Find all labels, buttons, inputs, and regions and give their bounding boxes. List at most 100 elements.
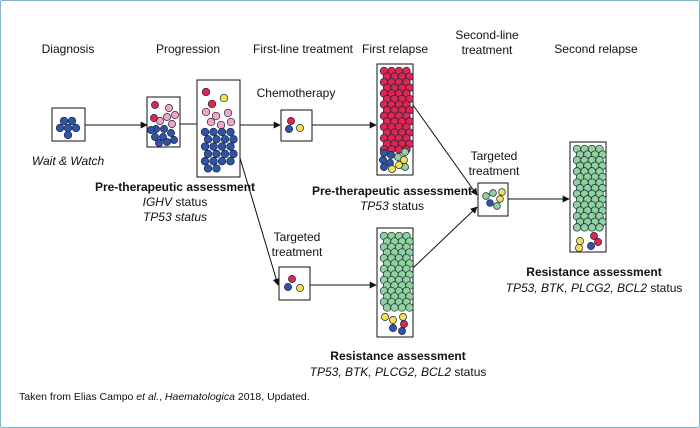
footnote-et-al: et al.: [136, 391, 159, 403]
box-targeted-first: [278, 266, 311, 301]
label-targeted-second-1: Targeted: [471, 149, 518, 163]
blue-cell: [212, 135, 221, 144]
blue-cell: [398, 327, 406, 335]
blue-cell: [200, 157, 210, 166]
stage-progression: Progression: [156, 42, 220, 56]
green-cell: [397, 303, 407, 312]
blue-cell: [163, 138, 171, 146]
red-cell: [288, 275, 296, 283]
green-cell: [489, 189, 497, 197]
yellow-cell: [381, 313, 389, 321]
yellow-cell: [576, 237, 584, 245]
label-chemotherapy: Chemotherapy: [257, 86, 336, 100]
status-word: status: [389, 199, 424, 213]
arrow-first-relapse-targeted2: [412, 104, 478, 196]
yellow-cell: [388, 165, 396, 173]
green-cell: [595, 223, 604, 232]
blue-cell: [226, 142, 235, 151]
status-word: status: [172, 195, 207, 209]
red-cell: [594, 238, 602, 246]
blue-cell: [63, 130, 73, 140]
green-cell: [390, 303, 399, 312]
footnote: Taken from Elias Campo et al., Haematolo…: [19, 391, 310, 403]
blue-cell: [209, 157, 218, 166]
pink-cell: [226, 117, 236, 127]
pink-cell: [206, 117, 216, 127]
green-cell: [482, 192, 490, 200]
pink-cell: [201, 107, 211, 117]
blue-cell: [170, 136, 178, 144]
green-cell: [382, 303, 392, 312]
resistance-title-2: Resistance assessment: [526, 265, 661, 279]
footnote-post: 2018, Updated.: [235, 391, 310, 403]
resistance-genes-2: TP53, BTK, PLCG2, BCL2 status: [506, 281, 683, 295]
pre-therapeutic-line-tp53-2: TP53 status: [360, 199, 424, 213]
yellow-cell: [399, 313, 407, 321]
blue-cell: [55, 123, 65, 133]
blue-cell: [220, 149, 230, 159]
box-chemotherapy: [280, 109, 313, 142]
blue-cell: [387, 151, 395, 159]
blue-cell: [200, 127, 210, 137]
blue-cell: [226, 127, 235, 137]
cells-resistance-first: [379, 231, 414, 335]
blue-cell: [167, 129, 175, 137]
yellow-cell: [395, 161, 403, 169]
blue-cell: [284, 283, 292, 291]
cells-targeted-second: [482, 188, 506, 210]
pink-cell: [171, 111, 179, 119]
yellow-cell: [496, 195, 504, 203]
label-wait-watch: Wait & Watch: [32, 154, 105, 168]
blue-cell: [217, 142, 227, 151]
blue-cell: [71, 123, 81, 133]
yellow-cell: [296, 284, 304, 292]
gene-list: TP53, BTK, PLCG2, BCL2: [310, 365, 452, 379]
pink-cell: [163, 113, 171, 121]
stage-diagnosis: Diagnosis: [42, 42, 95, 56]
blue-cell: [380, 149, 388, 157]
blue-cell: [587, 242, 595, 250]
blue-cell: [220, 135, 230, 144]
gene-list: TP53, BTK, PLCG2, BCL2: [506, 281, 648, 295]
blue-cell: [59, 116, 69, 126]
stage-first-relapse: First relapse: [362, 42, 428, 56]
blue-cell: [229, 135, 238, 144]
blue-cell: [203, 149, 213, 159]
pre-therapeutic-title-2: Pre-therapeutic assessment: [312, 184, 472, 198]
arrow-resistance-targeted2: [412, 206, 478, 269]
blue-cell: [217, 127, 227, 137]
resistance-title-1: Resistance assessment: [330, 349, 465, 363]
cells-diagnosis: [55, 116, 81, 140]
blue-cell: [285, 125, 293, 133]
blue-cell: [212, 149, 221, 159]
blue-cell: [389, 324, 397, 332]
status-word: status: [451, 365, 486, 379]
cells-progression-small: [147, 101, 179, 147]
red-cell: [590, 232, 598, 240]
blue-cell: [486, 199, 494, 207]
label-targeted-second-2: treatment: [469, 164, 520, 178]
pre-therapeutic-line-ighv: IGHV status: [143, 195, 208, 209]
blue-cell: [226, 157, 235, 166]
resistance-genes-1: TP53, BTK, PLCG2, BCL2 status: [310, 365, 487, 379]
red-cell: [400, 320, 408, 328]
pre-therapeutic-title-1: Pre-therapeutic assessment: [95, 180, 255, 194]
blue-cell: [380, 163, 388, 171]
red-cell: [201, 87, 211, 97]
green-cell: [405, 303, 414, 312]
green-cell: [572, 223, 582, 232]
yellow-cell: [498, 188, 506, 196]
pre-therapeutic-line-tp53: TP53 status: [143, 210, 207, 224]
status-word: status: [172, 210, 207, 224]
yellow-cell: [389, 316, 397, 324]
stage-first-line: First-line treatment: [253, 42, 354, 56]
green-cell: [587, 223, 597, 232]
blue-cell: [217, 157, 227, 166]
label-targeted-first-2: treatment: [272, 245, 323, 259]
status-word: status: [647, 281, 682, 295]
blue-cell: [203, 164, 213, 173]
cells-progression-large: [200, 87, 238, 173]
cells-chemotherapy: [285, 117, 304, 133]
arrow-to-targeted-first: [239, 157, 280, 286]
